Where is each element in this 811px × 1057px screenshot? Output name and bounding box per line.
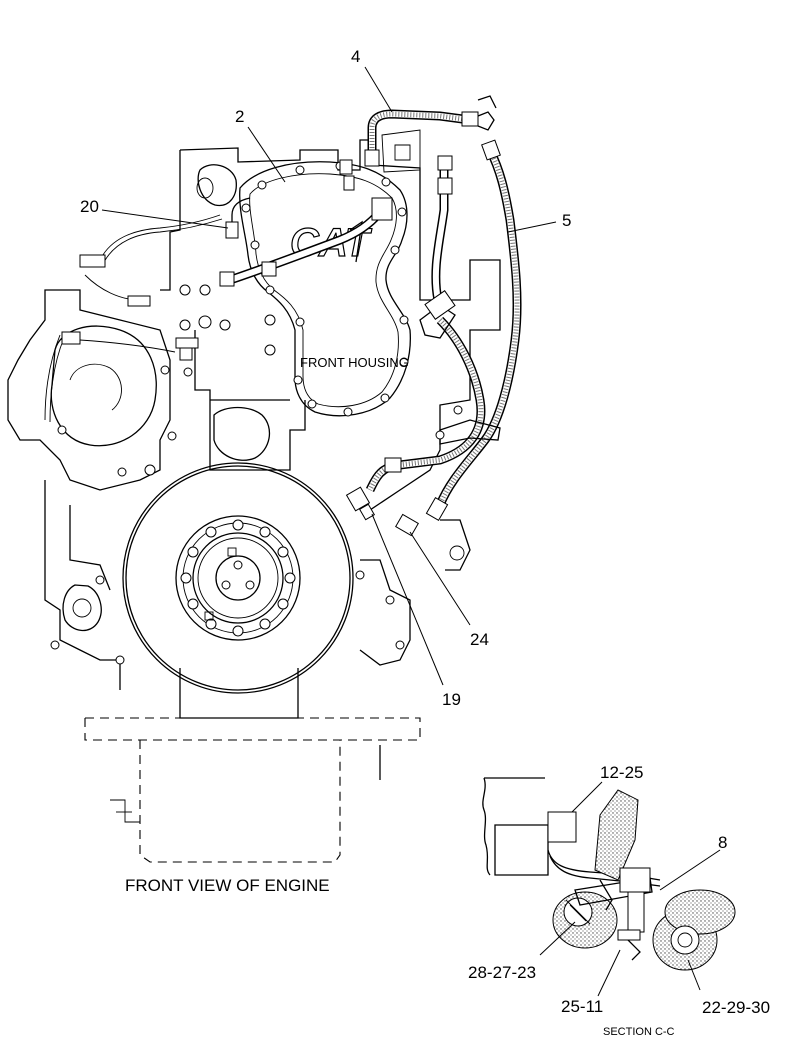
callout-8: 8 <box>718 833 727 852</box>
front-housing-label: FRONT HOUSING <box>300 355 409 370</box>
callout-25-11: 25-11 <box>561 997 603 1016</box>
section-caption: SECTION C-C <box>603 1026 675 1038</box>
callout-12-25: 12-25 <box>600 763 643 782</box>
callout-2: 2 <box>235 107 244 126</box>
callouts: 4 2 20 5 24 19 12-25 8 28-27-23 25-11 22… <box>80 47 770 1017</box>
wiring-harness <box>44 214 223 423</box>
callout-24: 24 <box>470 630 489 649</box>
section-c-c-detail <box>482 777 736 971</box>
callout-5: 5 <box>562 211 571 230</box>
front-view-caption: FRONT VIEW OF ENGINE <box>125 876 330 895</box>
callout-20: 20 <box>80 197 99 216</box>
callout-22-29-30: 22-29-30 <box>702 998 770 1017</box>
leader-lines <box>101 66 721 997</box>
callout-19: 19 <box>442 690 461 709</box>
callout-28-27-23: 28-27-23 <box>468 963 536 982</box>
crankshaft-damper <box>122 462 354 694</box>
callout-4: 4 <box>351 47 360 66</box>
engine-block <box>7 139 501 863</box>
block-bolts <box>50 284 405 665</box>
fuel-lines <box>219 95 522 537</box>
